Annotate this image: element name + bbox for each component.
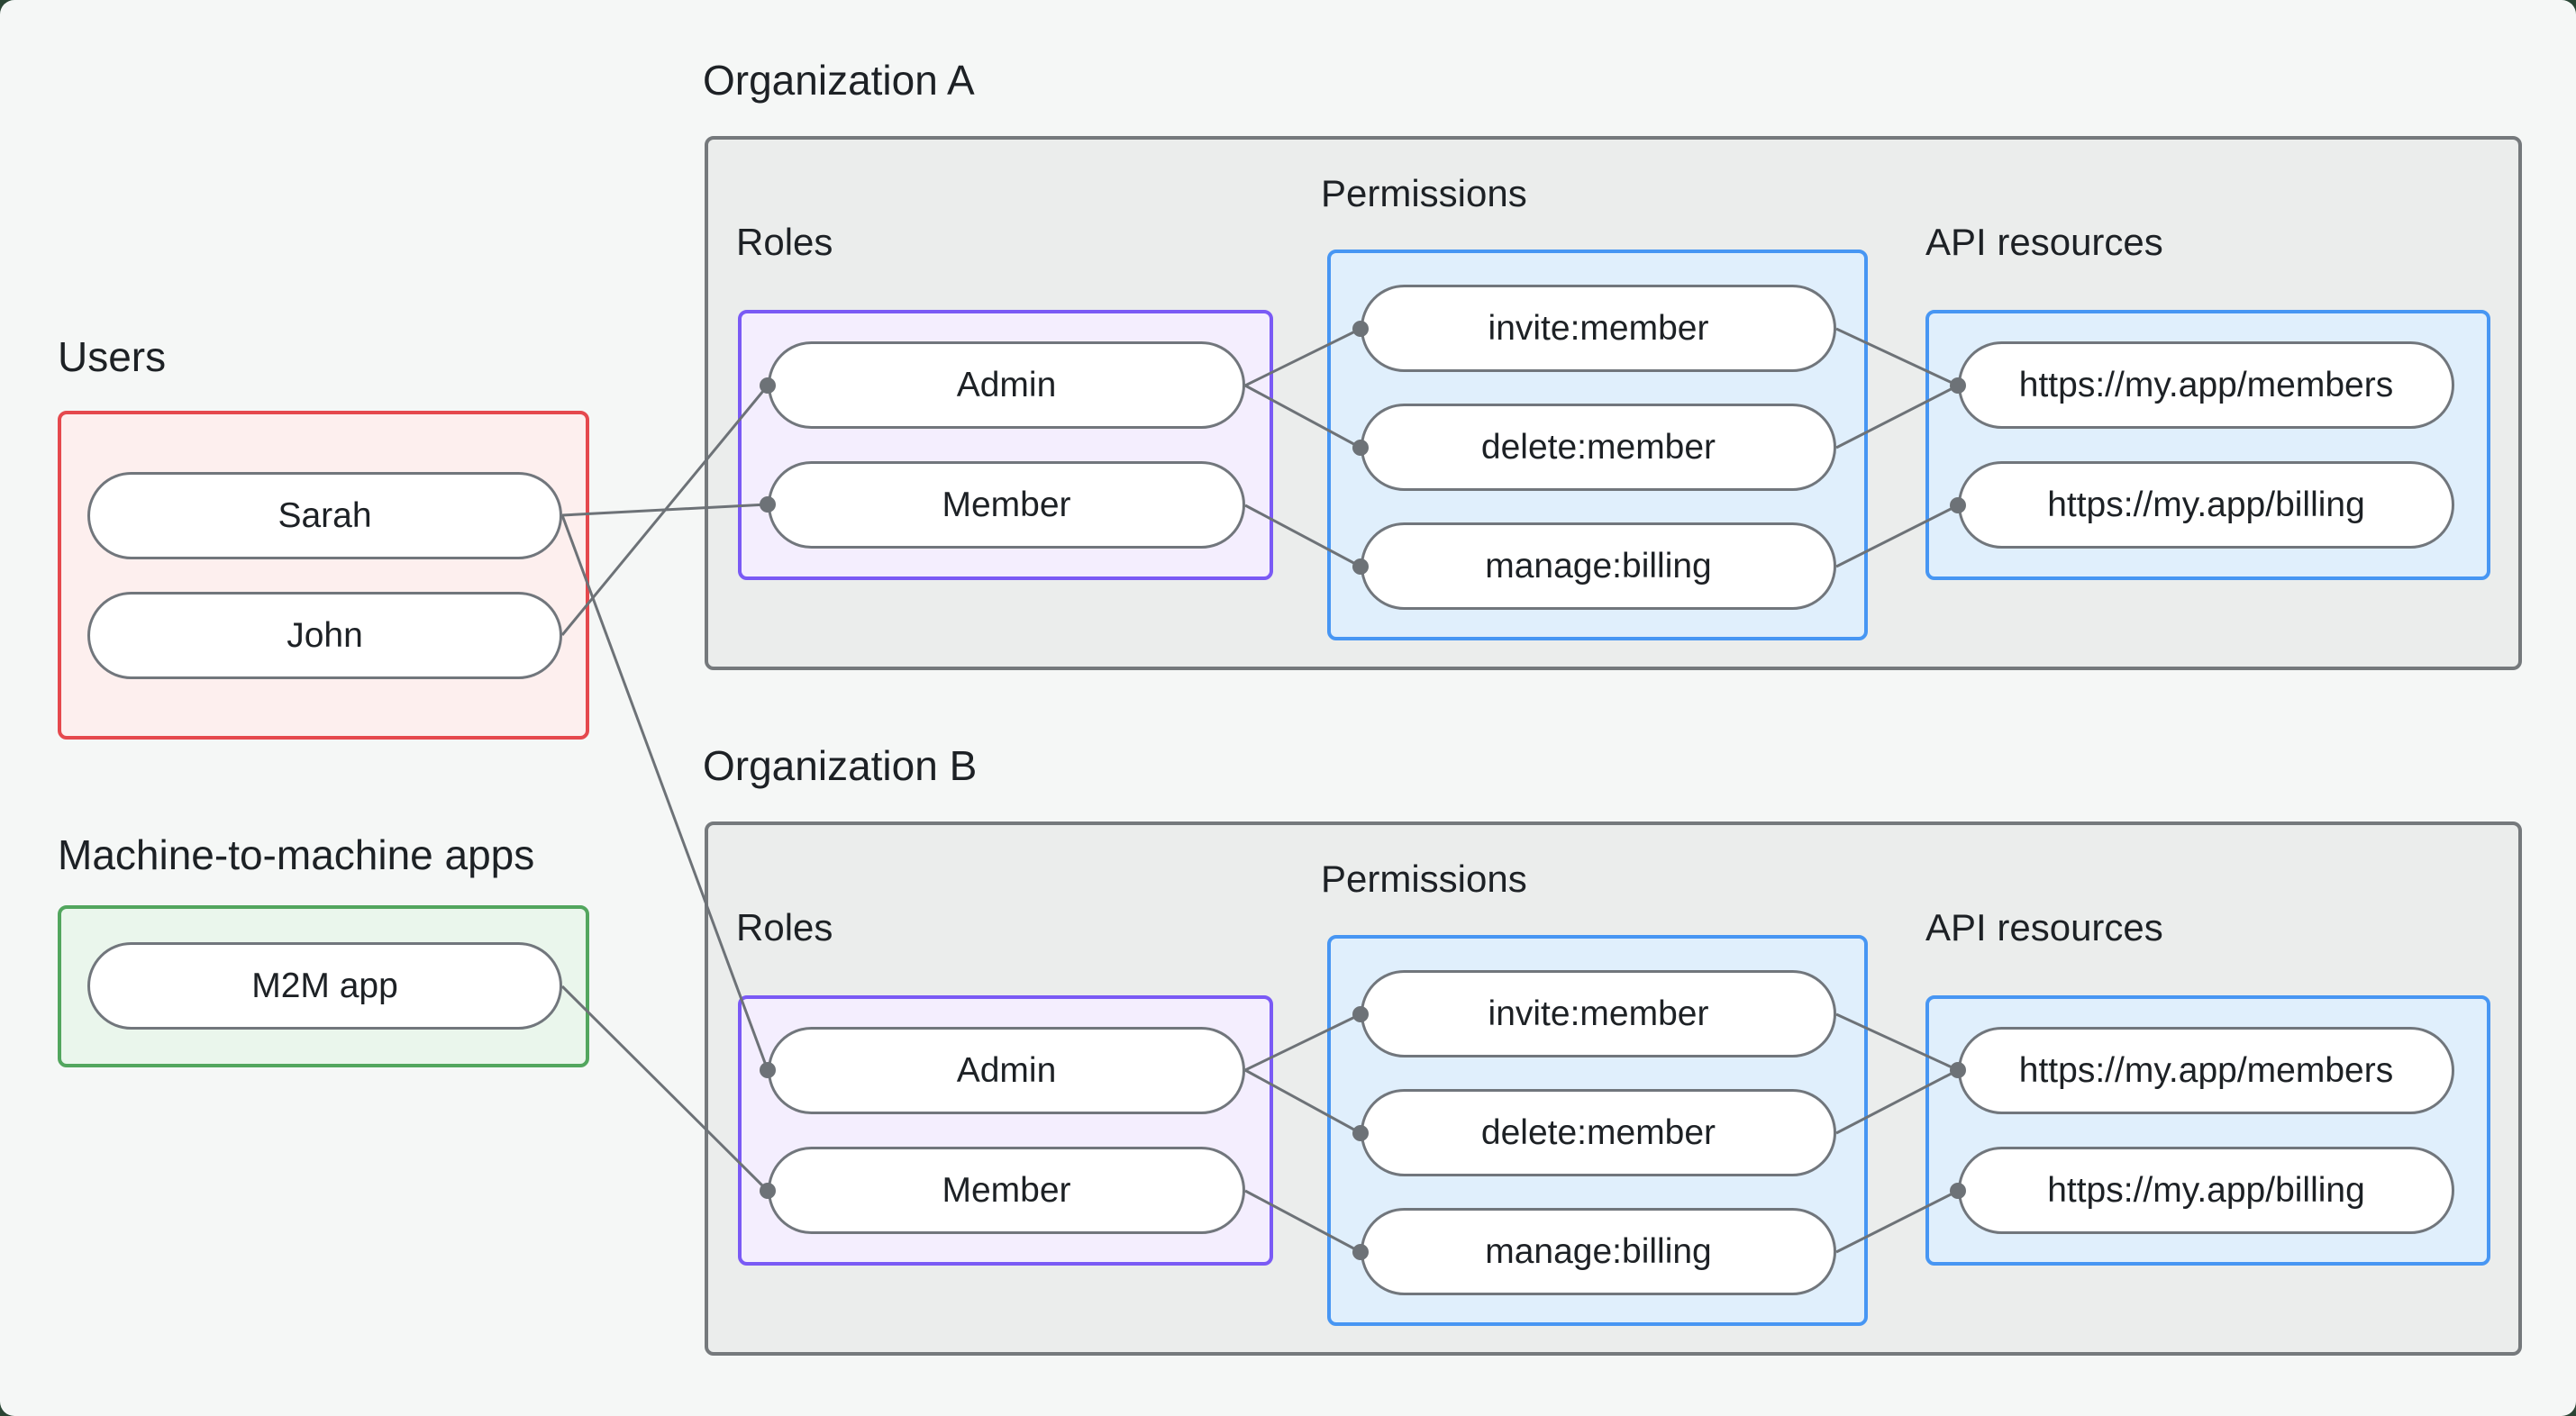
node-org-a-permission-delete-member: delete:member (1361, 404, 1836, 491)
org-a-roles-label: Roles (736, 221, 833, 263)
users-group-frame (58, 411, 589, 740)
node-org-b-role-admin: Admin (768, 1027, 1245, 1114)
users-group-title: Users (58, 333, 167, 380)
node-org-a-api-members: https://my.app/members (1958, 341, 2454, 429)
node-org-b-permission-manage-billing: manage:billing (1361, 1208, 1836, 1295)
node-org-a-role-admin: Admin (768, 341, 1245, 429)
node-org-a-api-billing: https://my.app/billing (1958, 461, 2454, 549)
node-org-b-permission-delete-member: delete:member (1361, 1089, 1836, 1176)
node-org-b-permission-invite-member: invite:member (1361, 970, 1836, 1057)
node-m2m-app: M2M app (87, 942, 562, 1030)
node-user-sarah: Sarah (87, 472, 562, 559)
node-user-john: John (87, 592, 562, 679)
org-b-permissions-label: Permissions (1321, 858, 1527, 900)
org-a-title: Organization A (703, 57, 975, 104)
m2m-group-title: Machine-to-machine apps (58, 831, 535, 878)
org-b-api-resources-label: API resources (1925, 906, 2163, 949)
node-org-a-role-member: Member (768, 461, 1245, 549)
node-org-a-permission-manage-billing: manage:billing (1361, 522, 1836, 610)
node-org-a-permission-invite-member: invite:member (1361, 285, 1836, 372)
org-b-roles-label: Roles (736, 906, 833, 949)
org-a-permissions-label: Permissions (1321, 172, 1527, 214)
org-a-api-resources-label: API resources (1925, 221, 2163, 263)
node-org-b-role-member: Member (768, 1147, 1245, 1234)
org-b-title: Organization B (703, 742, 978, 789)
node-org-b-api-members: https://my.app/members (1958, 1027, 2454, 1114)
node-org-b-api-billing: https://my.app/billing (1958, 1147, 2454, 1234)
